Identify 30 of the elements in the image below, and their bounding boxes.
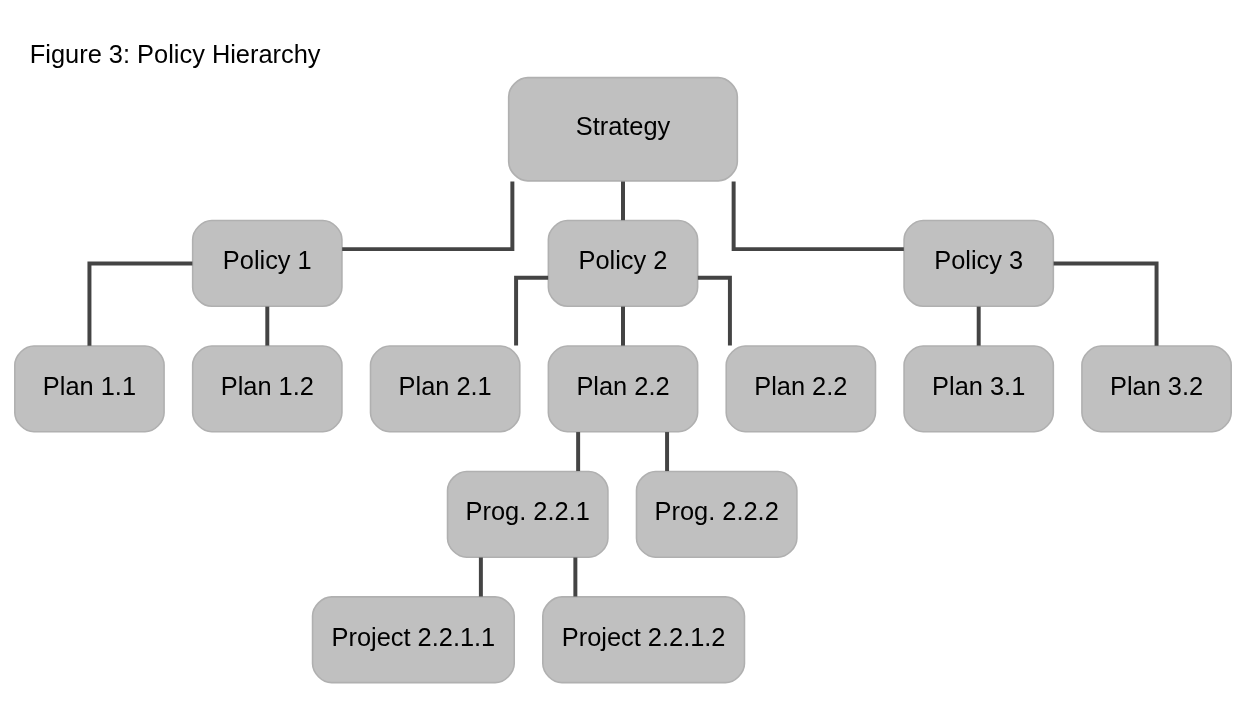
- node-box: Plan 3.2: [1081, 345, 1232, 433]
- node-box: Policy 1: [191, 219, 343, 308]
- connector: [576, 432, 581, 472]
- node-box: Plan 3.1: [903, 345, 1055, 433]
- diagram-title: Figure 3: Policy Hierarchy: [29, 40, 321, 69]
- connector: [697, 275, 732, 346]
- connector: [342, 181, 515, 252]
- connector: [87, 261, 193, 346]
- node-box: Plan 1.1: [14, 345, 165, 433]
- node-box: Project 2.2.1.2: [542, 596, 746, 684]
- connector: [621, 306, 625, 346]
- node-box: Plan 2.2: [547, 345, 699, 433]
- connector: [621, 181, 625, 221]
- connector: [514, 275, 549, 346]
- connector: [573, 557, 578, 597]
- node-box: Plan 1.2: [191, 345, 343, 433]
- connector: [976, 306, 981, 346]
- connector: [665, 432, 670, 472]
- node-box: Prog. 2.2.1: [446, 470, 609, 558]
- node-box: Strategy: [507, 76, 739, 182]
- node-box: Policy 2: [547, 219, 699, 308]
- connector: [1053, 261, 1159, 346]
- node-box: Project 2.2.1.1: [311, 596, 516, 684]
- connector: [265, 306, 270, 346]
- node-box: Plan 2.2: [725, 345, 877, 433]
- node-box: Policy 3: [903, 219, 1055, 308]
- node-box: Plan 2.1: [369, 345, 521, 433]
- connector: [478, 557, 483, 597]
- connector: [731, 181, 904, 252]
- node-box: Prog. 2.2.2: [635, 470, 798, 558]
